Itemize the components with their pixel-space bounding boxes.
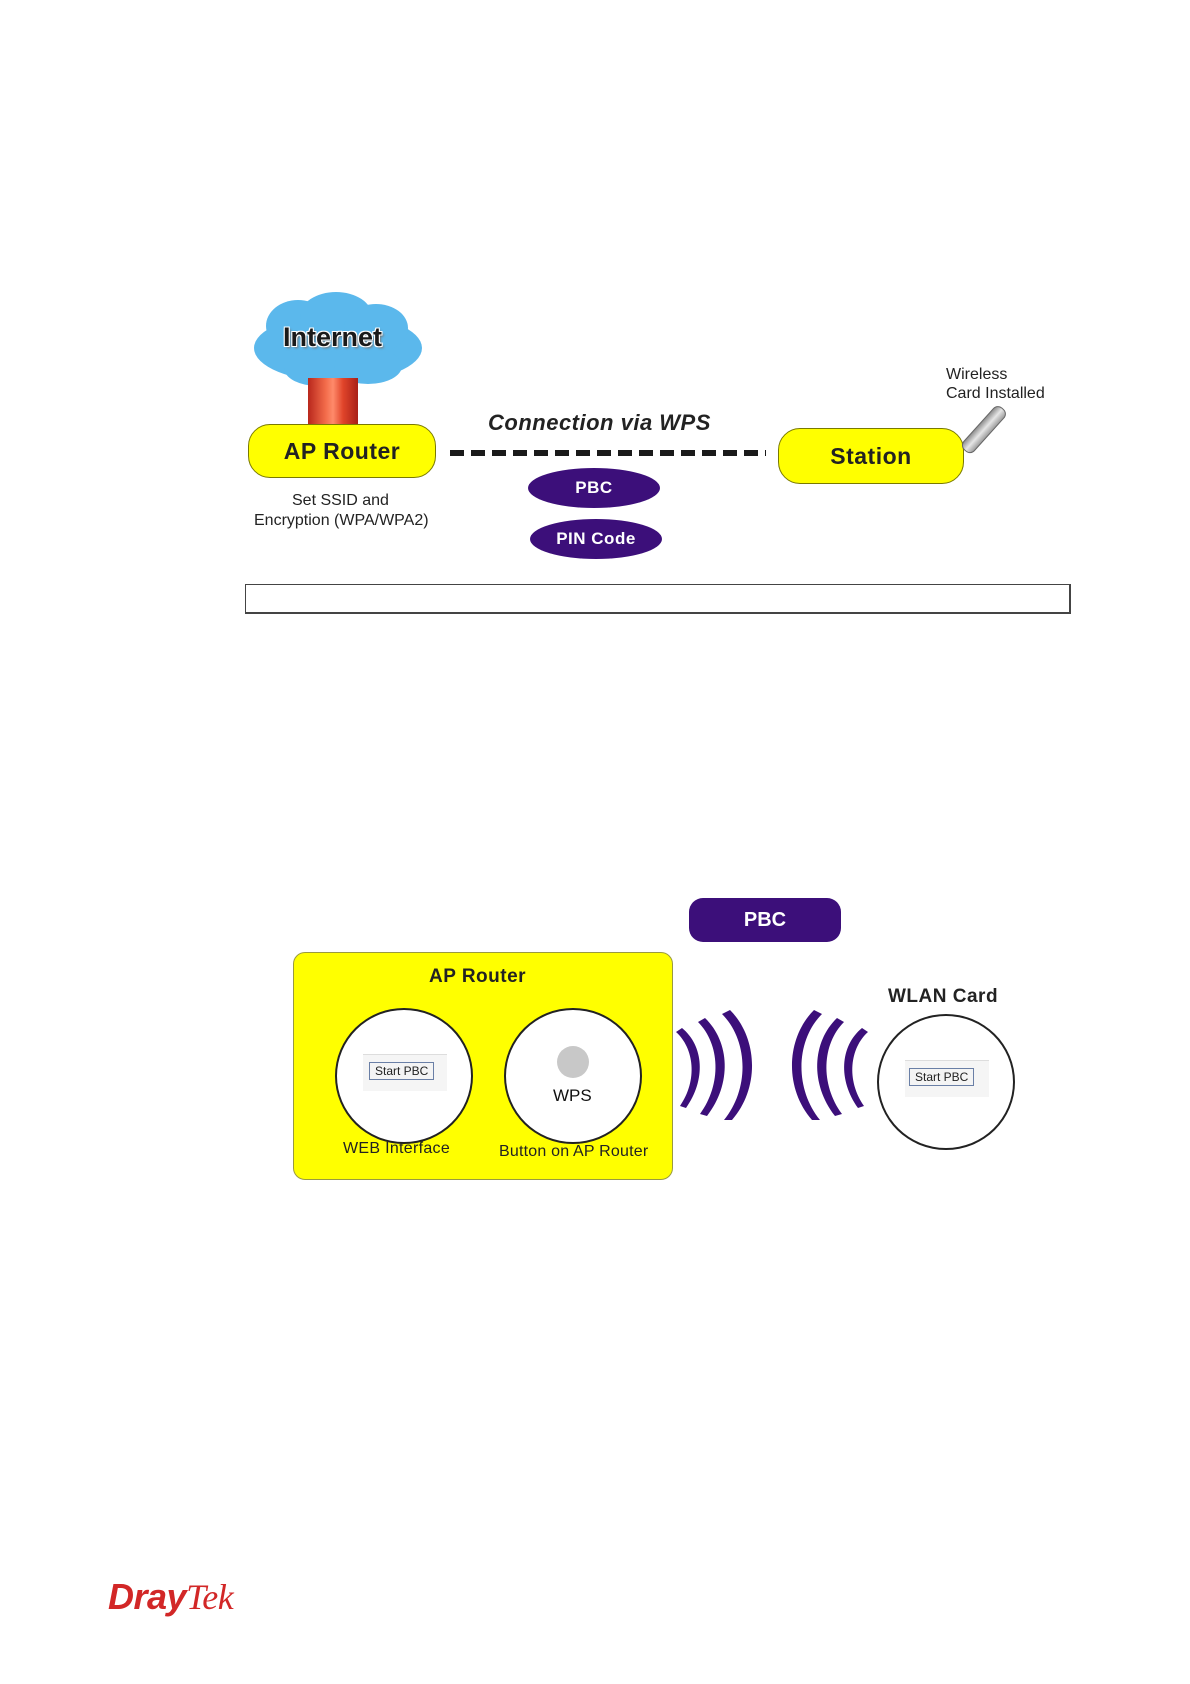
wps-dashed-link (448, 448, 768, 458)
logo-part-dray: Dray (108, 1576, 186, 1617)
wps-button-circle: WPS (504, 1008, 642, 1144)
ap-router-node: AP Router (248, 424, 436, 478)
station-node: Station (778, 428, 964, 484)
wireless-signal-waves-icon (672, 1010, 872, 1122)
wireless-note-line2: Card Installed (946, 385, 1045, 403)
pbc-header-badge: PBC (689, 898, 841, 942)
web-interface-caption: WEB Interface (343, 1140, 450, 1158)
pbc-header-label: PBC (744, 909, 786, 932)
logo-part-tek: Tek (186, 1577, 233, 1617)
connection-via-wps-label: Connection via WPS (488, 410, 711, 436)
pbc-method-label: PBC (575, 478, 612, 498)
web-start-pbc-button[interactable]: Start PBC (369, 1062, 434, 1080)
wlan-card-circle: Start PBC (877, 1014, 1015, 1150)
internet-label: Internet (283, 322, 382, 353)
internet-pipe (308, 378, 358, 430)
pbc-method-badge: PBC (528, 468, 660, 508)
wps-hardware-button-icon[interactable] (557, 1046, 589, 1078)
ap-router-label: AP Router (284, 438, 401, 465)
ap-router-note-line2: Encryption (WPA/WPA2) (254, 512, 429, 530)
web-interface-circle: Start PBC (335, 1008, 473, 1144)
wlan-card-title: WLAN Card (888, 986, 998, 1008)
station-label: Station (830, 443, 911, 470)
wireless-note-line1: Wireless (946, 366, 1007, 384)
pin-code-method-label: PIN Code (556, 529, 636, 549)
ap-router-panel-title: AP Router (429, 966, 526, 988)
wps-button-caption: Button on AP Router (499, 1143, 648, 1161)
pin-code-method-badge: PIN Code (530, 519, 662, 559)
wireless-card-icon (956, 404, 1012, 458)
figure-caption-frame (245, 584, 1071, 614)
ap-router-note-line1: Set SSID and (292, 492, 389, 510)
draytek-logo: DrayTek (108, 1576, 233, 1618)
wlan-start-pbc-button[interactable]: Start PBC (909, 1068, 974, 1086)
wps-button-label: WPS (553, 1086, 592, 1106)
